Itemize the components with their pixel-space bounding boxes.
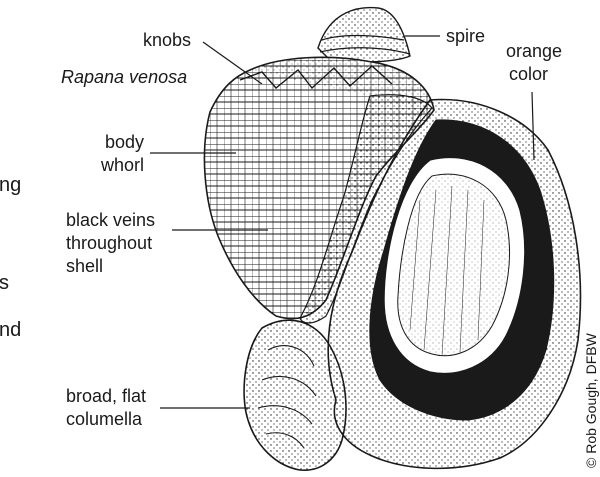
label-orange-color-line2: color: [509, 63, 548, 85]
cropped-text-3: nd: [0, 318, 21, 342]
label-orange-color-line1: orange: [506, 40, 562, 62]
label-columella-line2: columella: [66, 408, 142, 430]
cropped-text-1: ng: [0, 173, 21, 197]
label-black-veins-line2: throughout: [66, 232, 152, 254]
cropped-text-2: s: [0, 271, 9, 295]
label-knobs: knobs: [143, 29, 191, 51]
label-body-whorl-line1: body: [78, 131, 144, 153]
label-black-veins-line3: shell: [66, 255, 103, 277]
label-columella-line1: broad, flat: [66, 385, 146, 407]
species-name: Rapana venosa: [61, 66, 187, 88]
photo-credit: © Rob Gough, DFBW: [583, 333, 599, 468]
label-black-veins-line1: black veins: [66, 209, 155, 231]
spire-shape: [318, 8, 410, 62]
label-body-whorl-line2: whorl: [78, 154, 144, 176]
label-spire: spire: [446, 25, 485, 47]
leader-knobs: [203, 42, 262, 84]
